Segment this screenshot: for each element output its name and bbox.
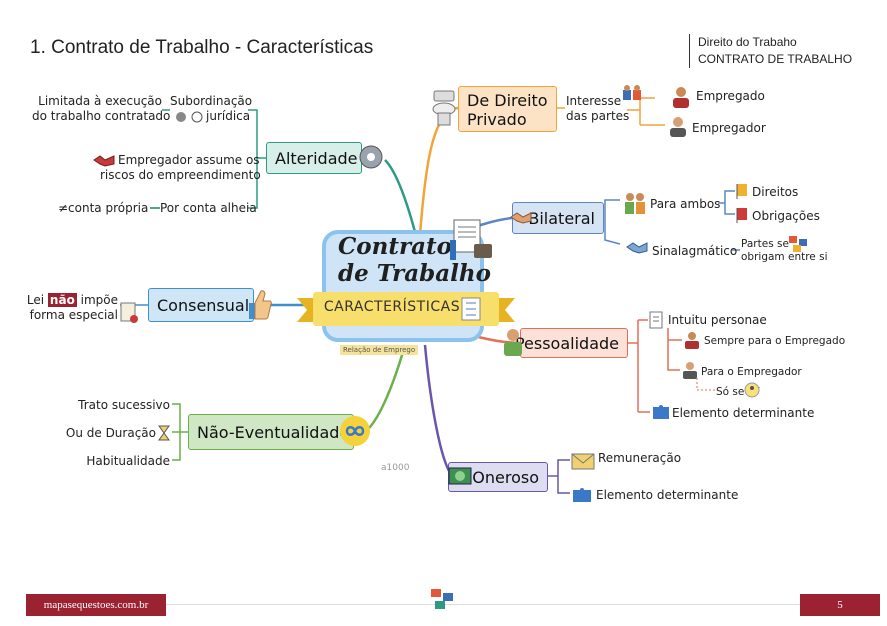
empregador-label: Empregador: [692, 121, 766, 135]
lei-nao: não: [47, 293, 77, 307]
para-empregador: Para o Empregador: [701, 366, 802, 378]
worker-icon: [682, 330, 702, 350]
employer-icon: [680, 360, 700, 380]
document-edit-icon: [648, 310, 666, 330]
corner-line-2: CONTRATO DE TRABALHO: [698, 52, 853, 66]
branch-alteridade: Alteridade: [266, 142, 362, 174]
relation-tag: Relação de Emprego: [340, 345, 419, 355]
watermark: a1000: [381, 463, 410, 473]
obligations-flag-icon: [735, 206, 751, 224]
lei-line1: Lei não impõe: [26, 293, 118, 308]
envelope-money-icon: [570, 450, 596, 472]
central-title-line2: de Trabalho: [338, 260, 491, 287]
hourglass-icon: [156, 424, 172, 442]
person-icon: [500, 326, 526, 358]
contract-document-icon: [447, 215, 497, 265]
hierarchy-icon: [172, 108, 206, 124]
central-title: Contrato de Trabalho: [338, 233, 491, 287]
ribbon-label: CARACTERÍSTICAS: [323, 299, 461, 315]
ou-de-duracao: Ou de Duração: [65, 426, 156, 440]
elemento-determinante-pessoalidade: Elemento determinante: [672, 406, 815, 420]
partes-line2: obrigam entre si: [741, 251, 828, 263]
elemento-determinante-oneroso: Elemento determinante: [596, 488, 739, 502]
branch-consensual: Consensual: [148, 288, 254, 322]
corner-line-1: Direito do Trabaho: [698, 35, 797, 49]
conta-propria: ≠conta própria: [58, 201, 149, 215]
intuitu-personae: Intuitu personae: [668, 313, 767, 327]
thumbs-up-icon: [244, 286, 274, 322]
branch-pessoalidade: Pessoalidade: [515, 328, 628, 358]
empregador-riscos-line1: Empregador assume os: [118, 153, 260, 167]
habitualidade: Habitualidade: [86, 454, 170, 468]
limitada-line1: Limitada à execução: [38, 94, 162, 108]
trato-sucessivo: Trato sucessivo: [78, 398, 170, 412]
partes-line1: Partes se: [741, 238, 789, 250]
money-icon: [446, 462, 474, 490]
document-stamp-icon: [118, 300, 140, 326]
toilet-icon: [430, 88, 458, 128]
empregador-riscos-line2: riscos do empreendimento: [100, 168, 261, 182]
blocks-icon: [787, 234, 809, 254]
branch-direito-privado: De Direito Privado: [458, 86, 557, 132]
subordinacao-line2: jurídica: [206, 109, 251, 123]
interesse-partes: Interesse das partes: [566, 94, 629, 124]
direito-privado-line2: Privado: [467, 110, 527, 129]
central-title-line1: Contrato: [338, 233, 452, 260]
subordinacao-line1: Subordinação: [170, 94, 253, 108]
empregado-icon: [668, 84, 694, 110]
gear-icon: [356, 142, 386, 172]
handshake-icon: [508, 204, 534, 230]
lei-pre: Lei: [26, 293, 48, 307]
direitos-label: Direitos: [752, 185, 799, 199]
corner-heading: Direito do Trabaho CONTRATO DE TRABALHO: [689, 34, 852, 68]
two-people-icon: [622, 190, 648, 216]
obrigacoes-label: Obrigações: [752, 209, 820, 223]
footer-divider: [166, 604, 800, 605]
forma-especial: forma especial: [29, 308, 118, 322]
people-group-icon: [742, 380, 762, 400]
sinalagmatico: Sinalagmático: [652, 244, 738, 258]
conta-alheia: Por conta alheia: [160, 201, 257, 215]
para-ambos: Para ambos: [650, 197, 721, 211]
branch-nao-eventualidade: Não-Eventualidade: [188, 414, 354, 450]
subordinacao-juridica: Subordinação jurídica: [170, 94, 252, 124]
agreement-handshake-icon: [624, 234, 650, 260]
rights-flag-icon: [735, 182, 751, 200]
interesse-line1: Interesse: [566, 94, 622, 108]
footer-logo-icon: [428, 586, 456, 612]
checklist-icon: [460, 296, 482, 322]
infinity-icon: [338, 414, 372, 448]
empregador-assume-riscos: Empregador assume os riscos do empreendi…: [100, 153, 261, 183]
page-title: 1. Contrato de Trabalho - Característica…: [30, 37, 374, 58]
direito-privado-line1: De Direito: [467, 91, 548, 110]
puzzle-icon: [650, 402, 672, 422]
lei-post: impõe: [76, 293, 118, 307]
puzzle-icon-2: [570, 485, 594, 505]
footer-site[interactable]: mapasequestoes.com.br: [26, 594, 166, 616]
interesse-line2: das partes: [566, 109, 630, 123]
footer-page-number: 5: [800, 594, 880, 616]
remuneracao: Remuneração: [598, 451, 682, 465]
limitada-line2: do trabalho contratado: [32, 109, 171, 123]
lei-nao-impoe: Lei não impõe forma especial: [26, 293, 118, 323]
puzzle-people-icon: [620, 83, 644, 107]
sempre-empregado: Sempre para o Empregado: [704, 335, 846, 347]
ribbon-shape: [297, 292, 515, 326]
partes-obrigam: Partes se obrigam entre si: [741, 238, 828, 264]
risk-handshake-icon: [92, 152, 116, 168]
empregador-icon: [666, 114, 690, 138]
limitada-execucao: Limitada à execução do trabalho contrata…: [32, 94, 171, 124]
empregado-label: Empregado: [696, 89, 765, 103]
conta-connector: [150, 207, 160, 209]
